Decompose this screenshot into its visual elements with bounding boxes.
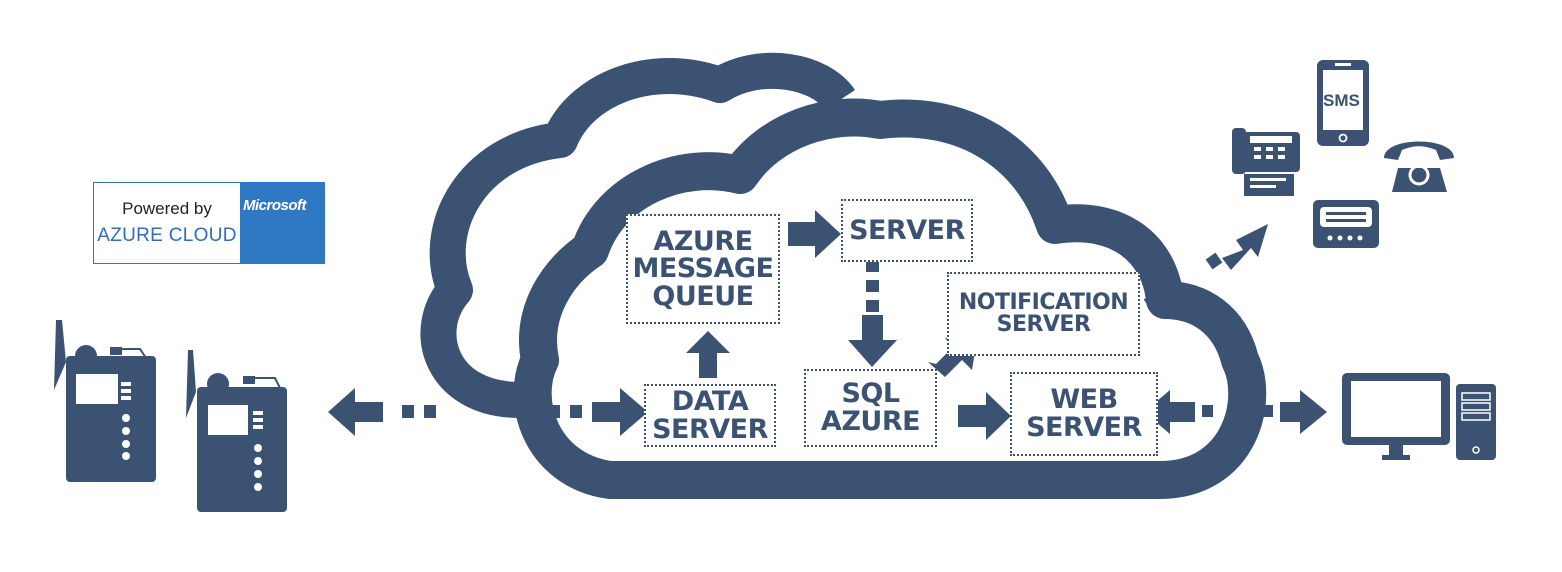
back-cloud-outline	[420, 52, 855, 418]
arrow-data-to-queue	[686, 331, 730, 378]
node-web-server: WEB SERVER	[1010, 372, 1158, 456]
node-data-server: DATA SERVER	[644, 384, 776, 447]
node-label: AZURE	[653, 225, 753, 257]
node-label: QUEUE	[652, 280, 754, 312]
node-label: SERVER	[652, 413, 768, 445]
arrow-web-workstation	[1144, 390, 1327, 434]
badge-text-panel: Powered by AZURE CLOUD	[94, 183, 240, 263]
node-label: SERVER	[1026, 412, 1142, 443]
node-label: SERVER	[996, 312, 1091, 337]
node-label: NOTIFICATION	[958, 289, 1129, 315]
node-label: DATA	[671, 385, 749, 417]
badge-brand-panel: Microsoft	[240, 183, 324, 263]
badge-microsoft: Microsoft	[243, 197, 307, 214]
arrow-server-to-sql	[848, 260, 897, 367]
monitor-icon	[1342, 373, 1450, 460]
sms-label: SMS	[1323, 91, 1360, 110]
fax-icon	[1232, 128, 1300, 196]
pager-icon	[1313, 200, 1379, 248]
node-azure-message-queue: AZURE MESSAGE QUEUE	[626, 214, 780, 324]
arrow-sql-to-web	[958, 392, 1011, 440]
badge-powered-by: Powered by	[122, 199, 212, 218]
arrow-notification-to-devices	[1143, 224, 1268, 310]
node-label: AZURE	[820, 406, 921, 437]
radio-icon	[54, 320, 156, 482]
node-label: WEB	[1050, 384, 1118, 416]
node-notification-server: NOTIFICATION SERVER	[947, 272, 1140, 356]
badge-azure-cloud: AZURE CLOUD	[97, 225, 237, 246]
arrow-queue-to-server	[788, 210, 841, 258]
node-server: SERVER	[841, 199, 973, 262]
smartphone-icon	[1317, 60, 1369, 146]
powered-by-azure-badge: Powered by AZURE CLOUD Microsoft	[93, 182, 325, 264]
telephone-icon	[1384, 141, 1454, 192]
node-sql-azure: SQL AZURE	[804, 369, 937, 447]
arrow-radio-left	[328, 388, 436, 436]
node-label: SERVER	[849, 214, 965, 246]
arrow-to-data-server	[548, 388, 648, 436]
radio-icon	[186, 350, 287, 512]
pc-tower-icon	[1456, 384, 1496, 460]
node-label: SQL	[841, 378, 900, 410]
front-cloud-outline	[513, 98, 1267, 499]
node-label: MESSAGE	[632, 253, 775, 285]
